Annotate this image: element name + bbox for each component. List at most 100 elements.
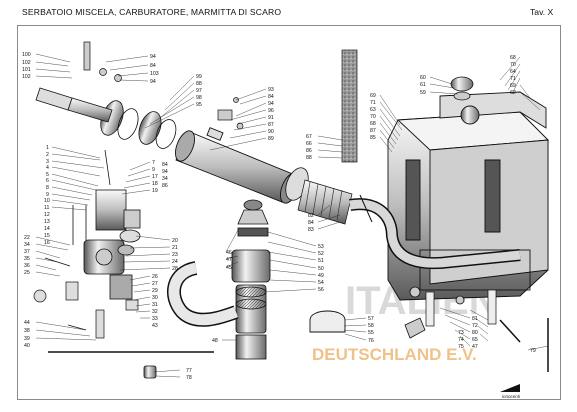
callout-label: 6: [46, 178, 49, 184]
callout-label: 99: [196, 74, 202, 80]
callout-label: 47: [472, 344, 478, 350]
callout-label: 75: [458, 344, 464, 350]
callout-label: 31: [152, 302, 158, 308]
callout-label: 8: [46, 185, 49, 191]
callout-label: 61: [420, 82, 426, 88]
callout-label: 35: [24, 256, 30, 262]
callout-label: 86: [306, 148, 312, 154]
callout-label: 12: [44, 212, 50, 218]
callout-label: 94: [268, 101, 274, 107]
callout-label: 87: [370, 128, 376, 134]
callout-label: 40: [24, 343, 30, 349]
tank-support-rods: [48, 318, 549, 372]
callout-label: 21: [172, 245, 178, 251]
callout-label: 94: [150, 79, 156, 85]
callout-label: 52: [318, 251, 324, 257]
pipe-clamp: [309, 310, 346, 333]
callout-label: 69: [370, 93, 376, 99]
callout-label: 85: [370, 135, 376, 141]
callout-label: 101: [22, 67, 31, 73]
callout-label: 37: [24, 249, 30, 255]
callout-label: 54: [318, 280, 324, 286]
callout-label: 83: [308, 227, 314, 233]
callout-label: 11: [44, 205, 49, 211]
callout-label: 63: [370, 107, 376, 113]
callout-label: 81: [472, 316, 478, 322]
callout-label: 71: [370, 100, 376, 106]
callout-label: 29: [152, 288, 158, 294]
callout-label: 98: [196, 95, 202, 101]
callout-label: 93: [268, 87, 274, 93]
callout-label: 5: [46, 172, 49, 178]
callout-label: 45: [226, 265, 232, 271]
callout-label: 16: [44, 240, 50, 246]
callout-label: 59: [420, 90, 426, 96]
callout-label: 20: [172, 238, 178, 244]
exhaust-pipe-fill: [349, 199, 521, 268]
callout-label: 76: [368, 338, 374, 344]
callout-label: 23: [172, 252, 178, 258]
maker-logo-text: innocenti: [502, 394, 521, 399]
callout-label: 88: [306, 155, 312, 161]
callout-label: 9: [152, 167, 155, 173]
exhaust-flange: [359, 194, 373, 223]
callout-label: 44: [24, 320, 30, 326]
callout-label: 68: [370, 121, 376, 127]
callout-label: 27: [152, 281, 158, 287]
callout-label: 90: [268, 129, 274, 135]
callout-label: 36: [24, 263, 30, 269]
tank-filler-cap: [450, 76, 474, 101]
callout-label: 79: [530, 348, 536, 354]
callout-label: 7: [152, 160, 155, 166]
carburetor-screws: [44, 149, 111, 331]
callout-label: 28: [172, 266, 178, 272]
callout-label: 80: [472, 330, 478, 336]
callout-label: 13: [44, 219, 50, 225]
carburetor: [83, 189, 141, 300]
silencer-body: [175, 127, 300, 204]
silencer-baffle-rings: [100, 100, 309, 201]
callout-label: 89: [268, 136, 274, 142]
callout-label: 94: [150, 54, 156, 60]
callout-label: 34: [162, 176, 168, 182]
callout-label: 43: [152, 323, 158, 329]
callout-label: 24: [172, 259, 178, 265]
callout-label: 57: [368, 316, 374, 322]
callout-label: 38: [24, 328, 30, 334]
callout-label: 86: [162, 183, 168, 189]
callout-label: 91: [268, 115, 274, 121]
carburetor-float-bowl-parts: [33, 281, 139, 339]
callout-label: 78: [186, 375, 192, 381]
callout-label: 47: [226, 257, 232, 263]
callout-label: 4: [46, 165, 49, 171]
callout-label: 103: [150, 71, 159, 77]
callout-label: 84: [150, 63, 156, 69]
callout-label: 2: [46, 152, 49, 158]
heat-shield-strip: [341, 49, 358, 163]
callout-label: 82: [308, 213, 314, 219]
callout-label: 26: [152, 274, 158, 280]
callout-label: 10: [44, 198, 50, 204]
callout-label: 39: [24, 336, 30, 342]
callout-label: 69: [510, 83, 516, 89]
callout-label: 71: [510, 76, 516, 82]
callout-label: 25: [24, 270, 30, 276]
callout-label: 97: [196, 88, 202, 94]
callout-label: 102: [22, 60, 31, 66]
callout-label: 88: [196, 81, 202, 87]
callout-label: 32: [152, 309, 158, 315]
fasteners-top: [83, 41, 244, 130]
callout-label: 3: [46, 159, 49, 165]
callout-label: 65: [472, 337, 478, 343]
callout-label: 74: [458, 337, 464, 343]
callout-label: 87: [268, 122, 274, 128]
air-filter: [231, 199, 271, 360]
callout-label: 62: [510, 90, 516, 96]
callout-label: 30: [152, 295, 158, 301]
callout-label: 70: [370, 114, 376, 120]
callout-label: 55: [368, 330, 374, 336]
callout-label: 19: [152, 188, 158, 194]
callout-labels: 100 102 101 102 94 84 103 94 99 88 97 98…: [22, 52, 536, 381]
callout-label: 9: [46, 192, 49, 198]
